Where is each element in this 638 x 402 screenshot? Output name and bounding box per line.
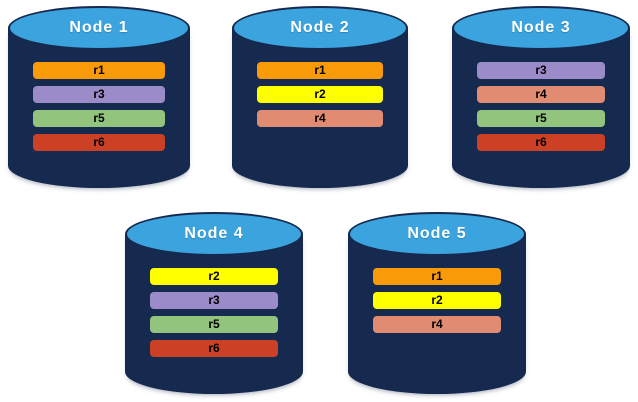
record-bar[interactable]: r1: [372, 268, 502, 285]
record-bar[interactable]: r4: [372, 316, 502, 333]
record-bar[interactable]: r6: [33, 134, 165, 151]
node-label: Node 3: [511, 19, 571, 36]
node-label: Node 4: [184, 225, 244, 242]
node-cylinder-2[interactable]: Node 2 r1 r2 r4: [232, 6, 408, 188]
record-bar[interactable]: r4: [256, 110, 384, 127]
cylinder-body: [8, 28, 190, 188]
cylinder-body: [125, 234, 303, 394]
record-bar[interactable]: r5: [149, 316, 279, 333]
record-bar[interactable]: r6: [149, 340, 279, 357]
record-bar[interactable]: r5: [476, 110, 606, 127]
record-list: r3 r4 r5 r6: [452, 62, 630, 151]
record-list: r2 r3 r5 r6: [125, 268, 303, 357]
cylinder-body: [232, 28, 408, 188]
record-list: r1 r2 r4: [348, 268, 526, 333]
cylinder-body: [348, 234, 526, 394]
node-cylinder-4[interactable]: Node 4 r2 r3 r5 r6: [125, 212, 303, 394]
record-bar[interactable]: r4: [476, 86, 606, 103]
record-bar[interactable]: r3: [33, 86, 165, 103]
record-bar[interactable]: r3: [149, 292, 279, 309]
record-bar[interactable]: r2: [256, 86, 384, 103]
cylinder-top-ellipse: [125, 212, 303, 256]
record-list: r1 r3 r5 r6: [8, 62, 190, 151]
record-bar[interactable]: r3: [476, 62, 606, 79]
record-bar[interactable]: r5: [33, 110, 165, 127]
record-bar[interactable]: r1: [33, 62, 165, 79]
node-cylinder-3[interactable]: Node 3 r3 r4 r5 r6: [452, 6, 630, 188]
node-label: Node 5: [407, 225, 467, 242]
node-cylinder-5[interactable]: Node 5 r1 r2 r4: [348, 212, 526, 394]
record-bar[interactable]: r2: [372, 292, 502, 309]
record-bar[interactable]: r6: [476, 134, 606, 151]
record-bar[interactable]: r2: [149, 268, 279, 285]
node-cylinder-1[interactable]: Node 1 r1 r3 r5 r6: [8, 6, 190, 188]
cylinder-body: [452, 28, 630, 188]
node-label: Node 2: [290, 19, 350, 36]
record-bar[interactable]: r1: [256, 62, 384, 79]
record-list: r1 r2 r4: [232, 62, 408, 127]
cylinder-top-ellipse: [348, 212, 526, 256]
cylinder-top-ellipse: [8, 6, 190, 50]
node-label: Node 1: [69, 19, 129, 36]
cylinder-top-ellipse: [232, 6, 408, 50]
cylinder-top-ellipse: [452, 6, 630, 50]
